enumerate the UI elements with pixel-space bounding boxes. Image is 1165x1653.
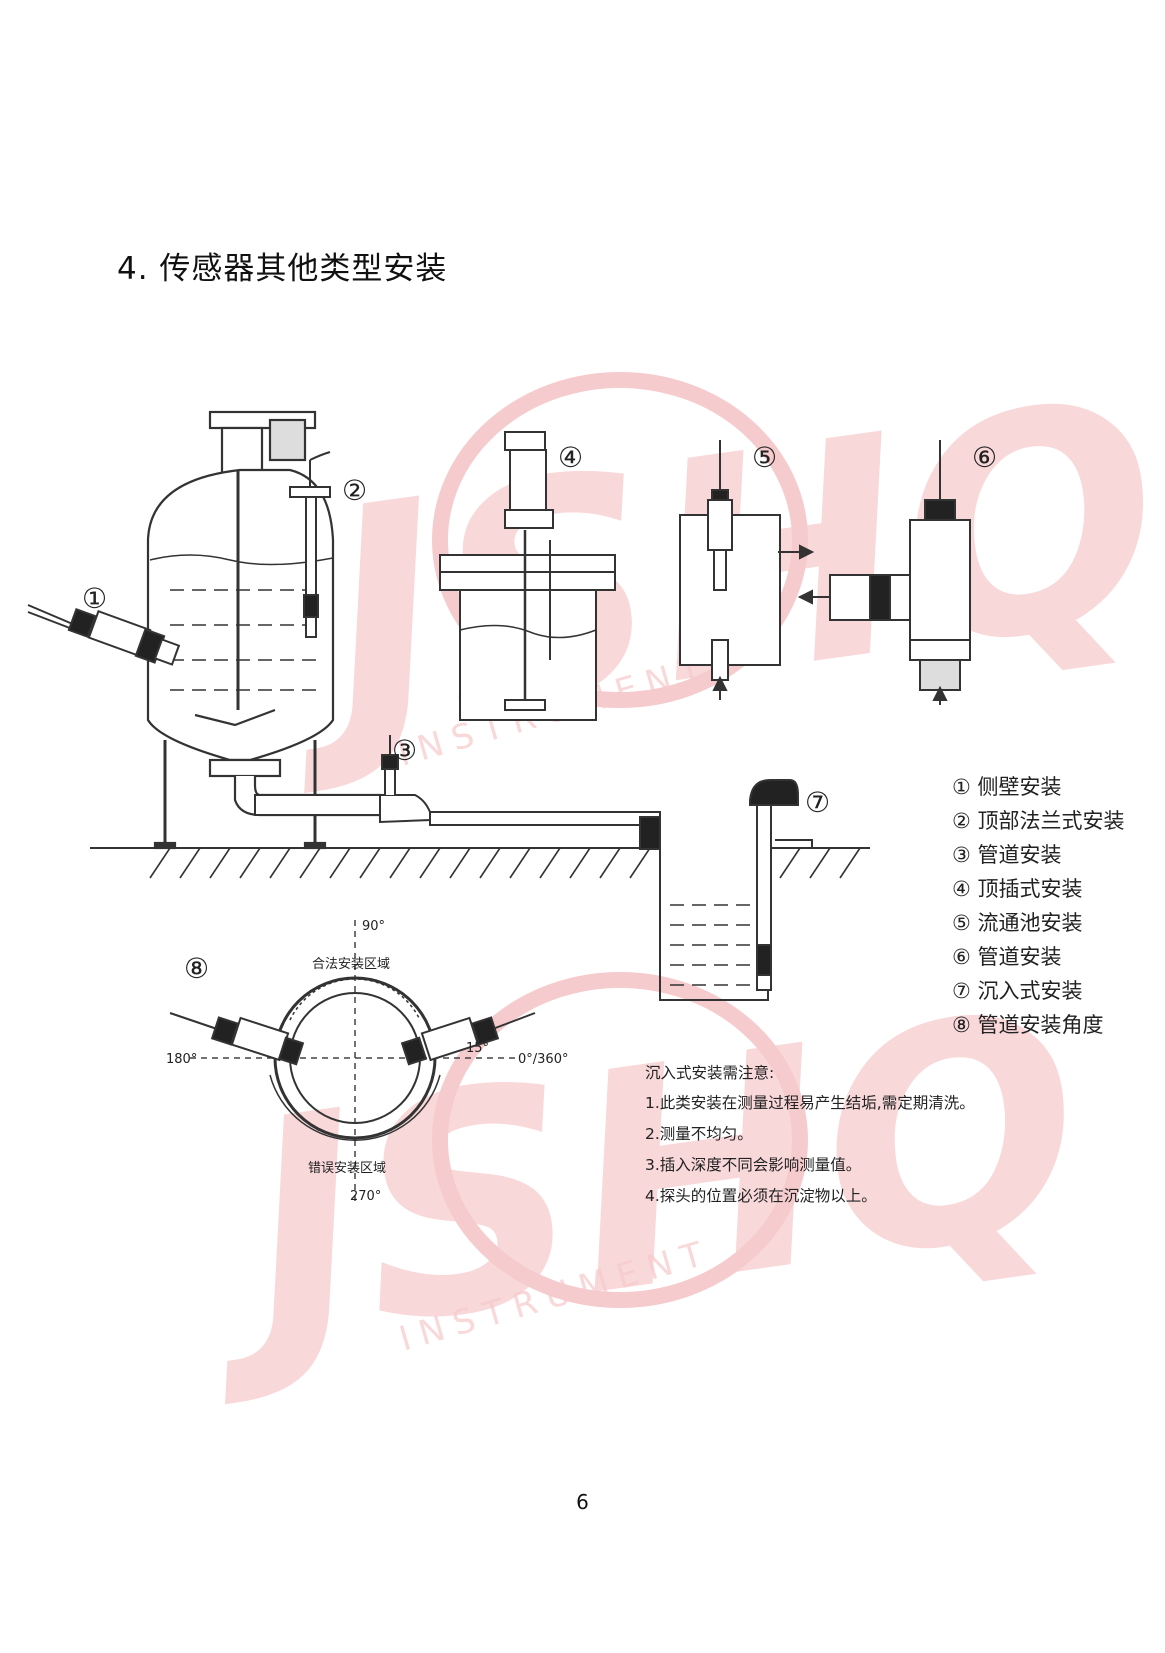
legend-item: ⑥ 管道安装 <box>952 945 1062 969</box>
sensor-side-wall <box>27 604 181 666</box>
marker-3: ③ <box>392 734 417 767</box>
marker-8: ⑧ <box>184 952 209 985</box>
angle-90-label: 90° <box>362 919 385 934</box>
angle-0-360-label: 0°/360° <box>518 1052 568 1067</box>
legend-item: ① 侧壁安装 <box>952 775 1062 799</box>
wrong-zone-label: 错误安装区域 <box>308 1161 386 1176</box>
diagram-markers: ① ② ③ ④ ⑤ ⑥ ⑦ ⑧ <box>82 441 997 985</box>
pipe <box>254 735 661 850</box>
installation-legend: ① 侧壁安装 ② 顶部法兰式安装 ③ 管道安装 ④ 顶插式安装 ⑤ 流通池安装 … <box>952 770 1125 1042</box>
sensor-pipe-tee <box>797 440 971 705</box>
marker-6: ⑥ <box>972 441 997 474</box>
angle-180-label: 180° <box>166 1052 197 1067</box>
note-line: 1.此类安装在测量过程易产生结垢,需定期清洗。 <box>645 1094 975 1112</box>
angle-270-label: 270° <box>350 1189 381 1204</box>
marker-7: ⑦ <box>805 786 830 819</box>
ground-line <box>90 847 870 879</box>
marker-4: ④ <box>558 441 583 474</box>
notes-title: 沉入式安装需注意: <box>645 1064 775 1082</box>
sensor-top-flange <box>289 451 331 638</box>
section-title: 4. 传感器其他类型安装 <box>117 251 448 287</box>
legend-item: ② 顶部法兰式安装 <box>952 809 1125 833</box>
marker-1: ① <box>82 582 107 615</box>
legend-item: ④ 顶插式安装 <box>952 877 1083 901</box>
sensor-top-insertion <box>439 431 616 721</box>
legend-item: ⑧ 管道安装角度 <box>952 1013 1104 1037</box>
note-line: 2.测量不均匀。 <box>645 1125 753 1143</box>
note-line: 3.插入深度不同会影响测量值。 <box>645 1156 862 1174</box>
legal-zone-label: 合法安装区域 <box>312 957 390 972</box>
legend-item: ⑤ 流通池安装 <box>952 911 1083 935</box>
legend-item: ⑦ 沉入式安装 <box>952 979 1083 1003</box>
legend-item: ③ 管道安装 <box>952 843 1062 867</box>
sensor-immersion <box>659 779 813 1001</box>
page-number: 6 <box>576 1490 589 1514</box>
note-line: 4.探头的位置必须在沉淀物以上。 <box>645 1187 877 1205</box>
marker-2: ② <box>342 474 367 507</box>
sensor-flow-cell <box>679 440 815 700</box>
angle-15-label: 15° <box>466 1041 489 1056</box>
angle-diagram: 90° 180° 0°/360° 270° 15° 合法安装区域 错误安装区域 <box>166 919 568 1205</box>
marker-5: ⑤ <box>752 441 777 474</box>
immersion-notes: 沉入式安装需注意: 1.此类安装在测量过程易产生结垢,需定期清洗。 2.测量不均… <box>645 1058 975 1212</box>
